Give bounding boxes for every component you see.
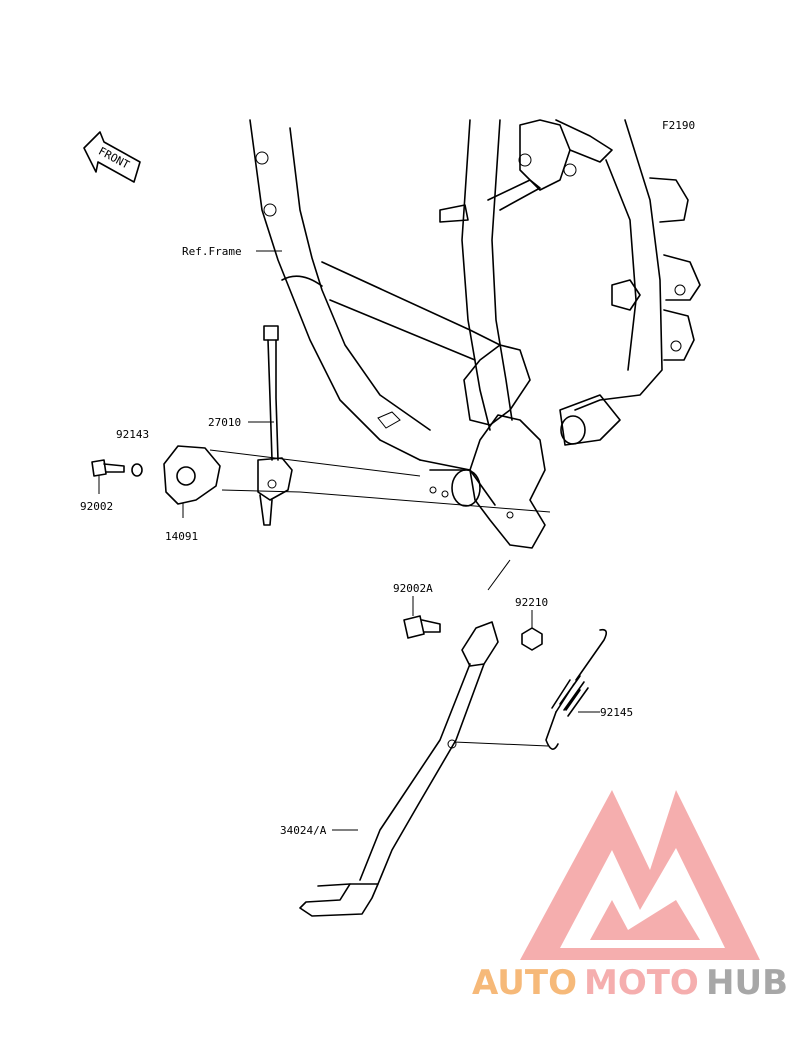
pivot-line-upper: [209, 449, 421, 477]
pivot-line-lower: [221, 489, 551, 513]
cover-plate-drawing: [163, 445, 221, 518]
watermark-logo: AUTO MOTO HUB: [472, 790, 788, 1003]
washer-92143-drawing: [131, 463, 143, 477]
bolt-92002-drawing: [91, 459, 125, 477]
label-ref-frame: Ref.Frame: [182, 245, 242, 258]
label-92145: 92145: [600, 706, 633, 719]
spring-hook-line: [453, 741, 549, 747]
label-34024a: 34024/A: [280, 824, 327, 837]
frame-drawing: [249, 119, 701, 549]
figure-code: F2190: [662, 119, 695, 132]
spring-92145-drawing: [545, 628, 608, 750]
label-27010: 27010: [208, 416, 241, 429]
bolt-92002a-drawing: [403, 615, 441, 639]
front-arrow-icon: FRONT: [83, 131, 141, 183]
watermark-auto: AUTO: [472, 963, 577, 1003]
label-14091: 14091: [165, 530, 198, 543]
label-92210: 92210: [515, 596, 548, 609]
label-92002: 92002: [80, 500, 113, 513]
sidestand-switch-drawing: [257, 325, 293, 526]
watermark-moto: MOTO: [584, 963, 699, 1003]
side-stand-drawing: [299, 559, 511, 917]
front-label: FRONT: [96, 145, 132, 172]
label-92143: 92143: [116, 428, 149, 441]
watermark-hub: HUB: [706, 963, 788, 1003]
label-92002a: 92002A: [393, 582, 433, 595]
nut-92210-drawing: [521, 627, 543, 651]
